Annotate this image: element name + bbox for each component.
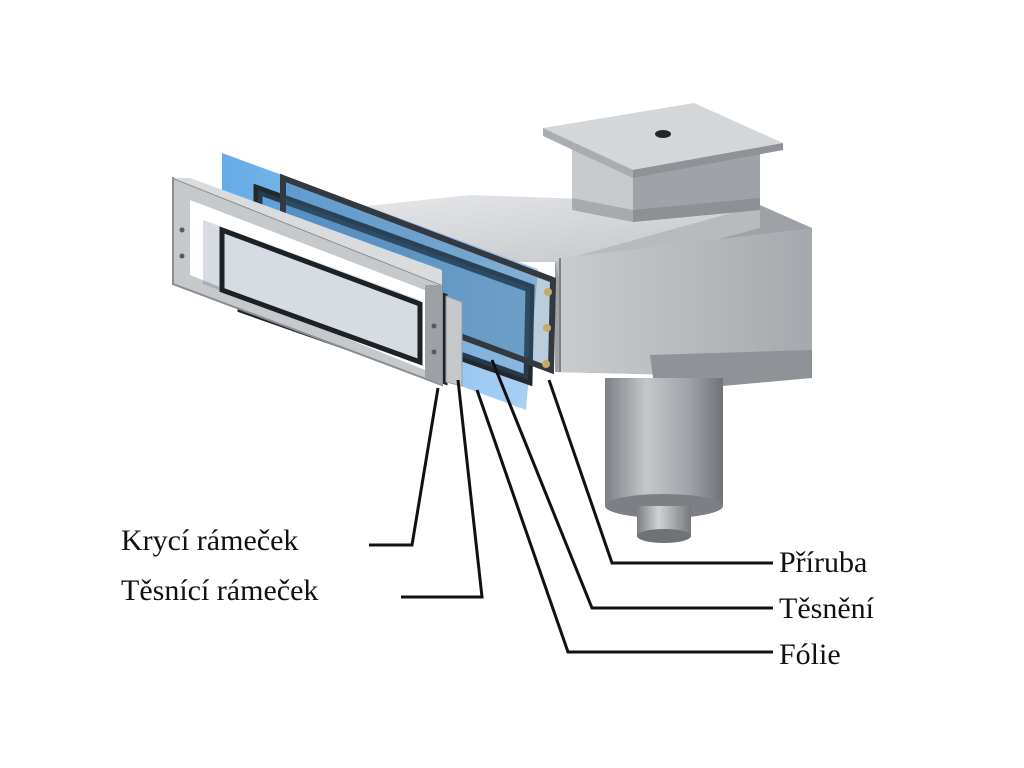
outlet-cylinder (605, 378, 723, 543)
label-cover-frame: Krycí rámeček (121, 524, 299, 557)
cover-frame (172, 176, 443, 387)
leader-tesnici-ramecek (401, 379, 484, 599)
label-flange: Příruba (779, 546, 868, 579)
leader-folie (475, 389, 773, 654)
label-gasket: Těsnění (779, 592, 874, 625)
label-foil: Fólie (779, 638, 841, 671)
lid-hole (655, 130, 671, 138)
lid-plate (543, 103, 783, 178)
leader-tesneni (490, 359, 773, 610)
leader-kryci (369, 387, 440, 547)
leader-priruba (547, 379, 773, 565)
label-sealing-frame: Těsnící rámeček (121, 574, 319, 607)
leader-lines (369, 359, 773, 654)
